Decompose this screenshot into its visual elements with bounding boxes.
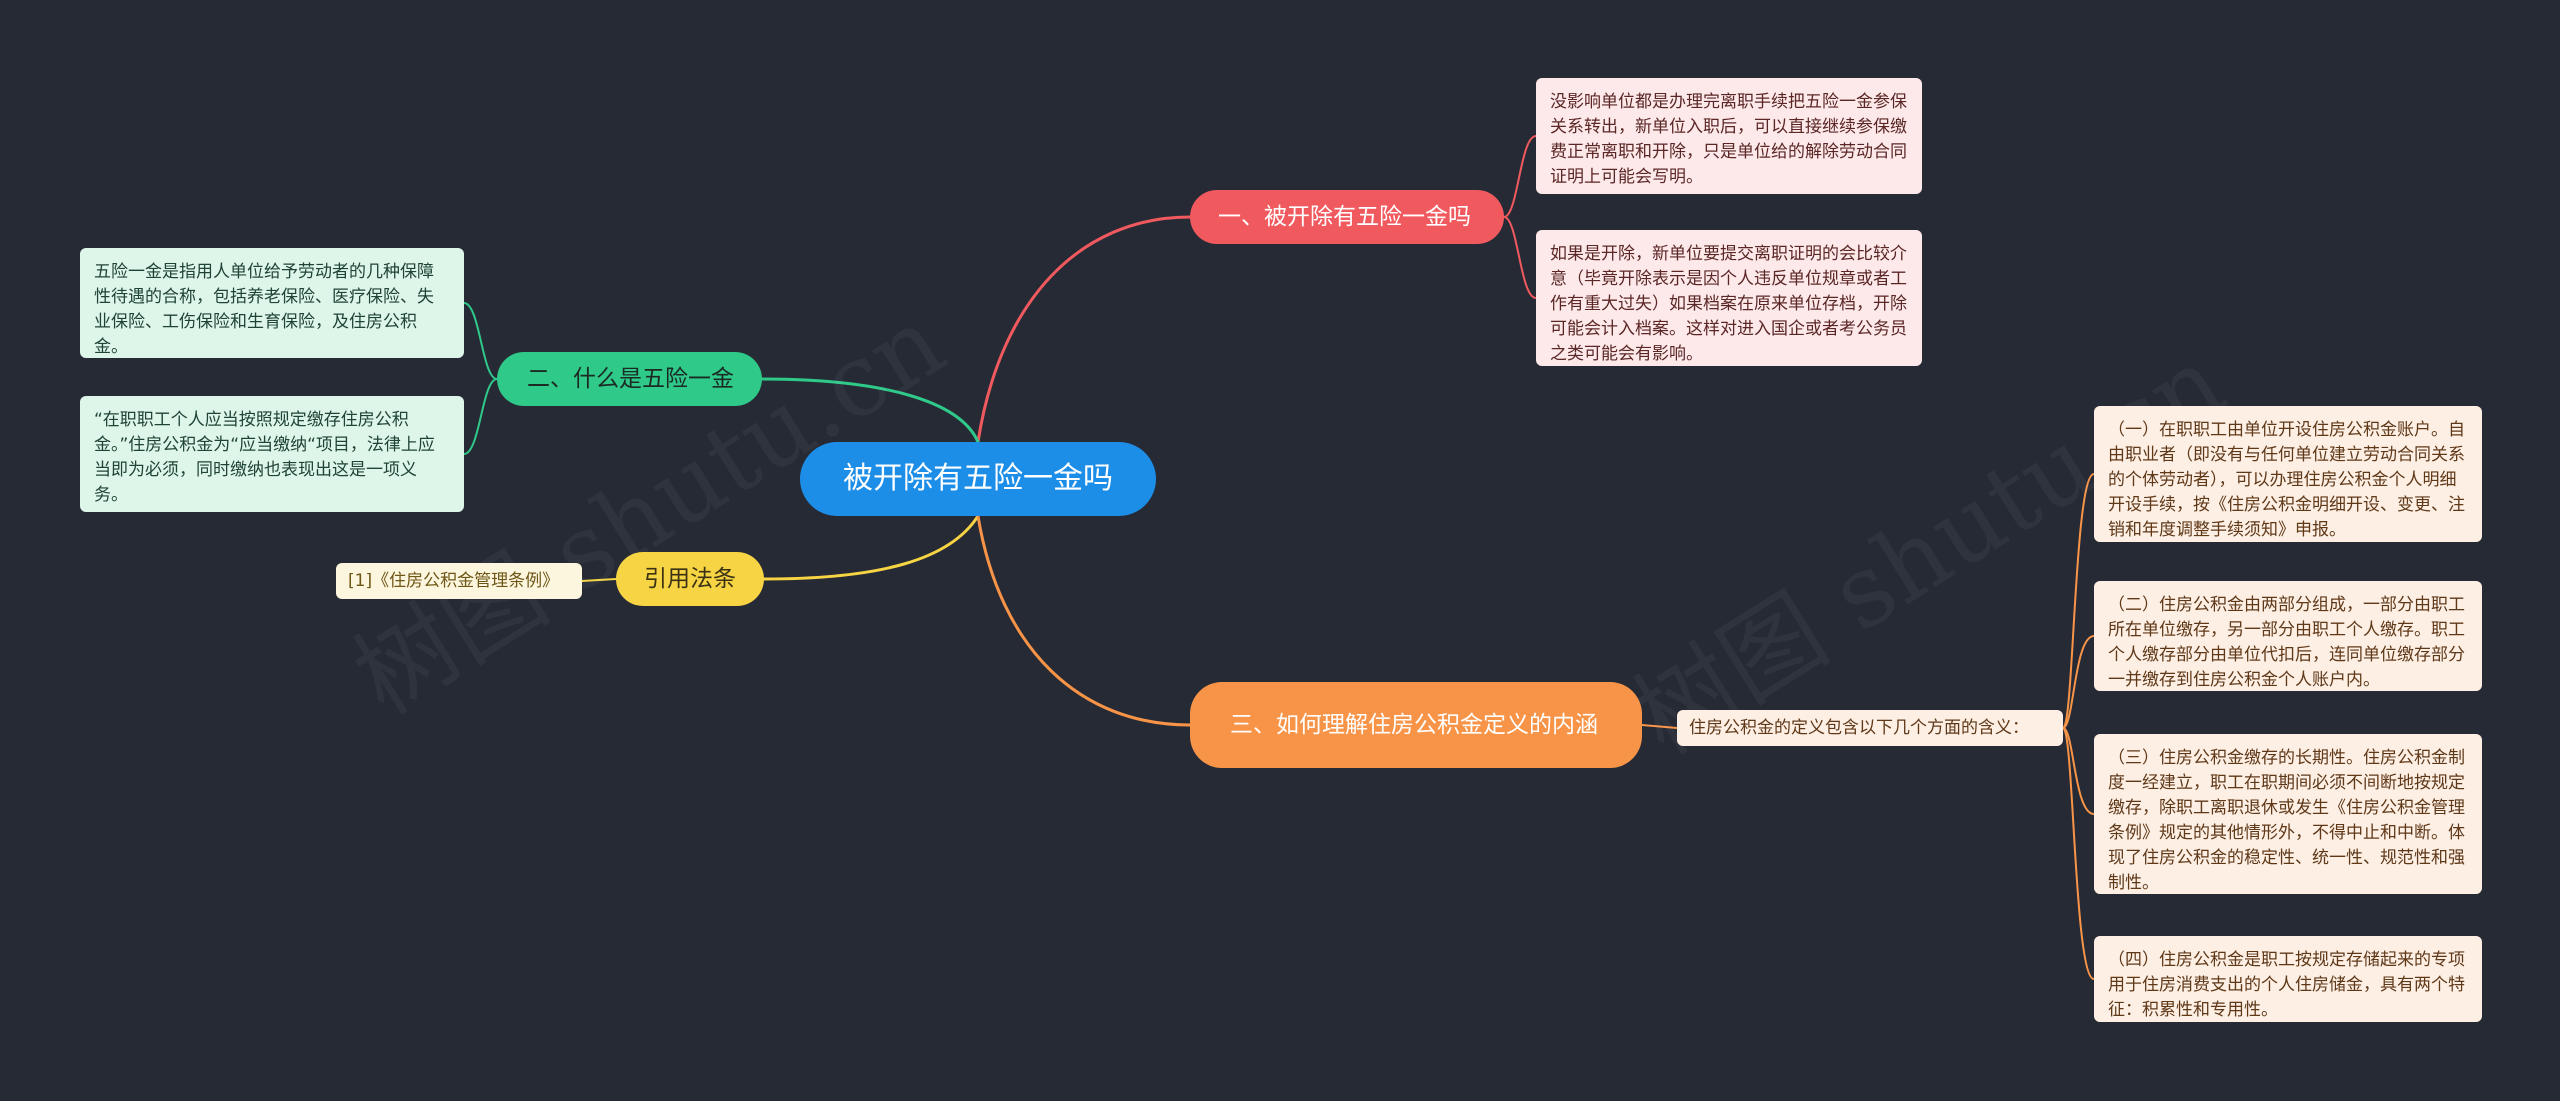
connector-summary-note (2062, 727, 2095, 815)
detail-note[interactable]: （四）住房公积金是职工按规定存储起来的专项用于住房消费支出的个人住房储金，具有两… (2094, 936, 2482, 1022)
branch-topic-what-is-benefits[interactable]: 二、什么是五险一金 (497, 352, 762, 406)
connector-center-b3 (762, 514, 980, 581)
connector-center-b2 (760, 377, 980, 444)
detail-note[interactable]: （一）在职职工由单位开设住房公积金账户。自由职业者（即没有与任何单位建立劳动合同… (2094, 406, 2482, 542)
branch-topic-cited-law[interactable]: 引用法条 (616, 552, 764, 606)
detail-note[interactable]: 没影响单位都是办理完离职手续把五险一金参保关系转出，新单位入职后，可以直接继续参… (1536, 78, 1922, 194)
summary-note[interactable]: 住房公积金的定义包含以下几个方面的含义： (1677, 710, 2063, 746)
detail-note[interactable]: [1]《住房公积金管理条例》 (336, 563, 582, 599)
detail-note[interactable]: 如果是开除，新单位要提交离职证明的会比较介意（毕竟开除表示是因个人违反单位规章或… (1536, 230, 1922, 366)
connector-summary-note (2062, 727, 2095, 980)
branch-topic-housing-fund-meaning[interactable]: 三、如何理解住房公积金定义的内涵 (1190, 682, 1642, 768)
central-topic[interactable]: 被开除有五险一金吗 (800, 442, 1156, 516)
connector-b1-note (1503, 216, 1537, 299)
branch-topic-fired-benefits[interactable]: 一、被开除有五险一金吗 (1190, 190, 1504, 244)
connector-b2-note (463, 302, 498, 380)
connector-b1-note (1503, 135, 1537, 218)
connector-center-b4 (976, 514, 1192, 727)
detail-note[interactable]: （三）住房公积金缴存的长期性。住房公积金制度一经建立，职工在职期间必须不间断地按… (2094, 734, 2482, 894)
connector-summary-note (2062, 635, 2095, 729)
detail-note[interactable]: 五险一金是指用人单位给予劳动者的几种保障性待遇的合称，包括养老保险、医疗保险、失… (80, 248, 464, 358)
connector-b4-summary (1641, 724, 1678, 729)
connector-b3-note (581, 578, 617, 582)
connector-center-b1 (976, 215, 1192, 444)
detail-note[interactable]: “在职职工个人应当按照规定缴存住房公积金。”住房公积金为“应当缴纳“项目，法律上… (80, 396, 464, 512)
connector-b2-note (463, 378, 498, 455)
detail-note[interactable]: （二）住房公积金由两部分组成，一部分由职工所在单位缴存，另一部分由职工个人缴存。… (2094, 581, 2482, 691)
connector-summary-note (2062, 473, 2095, 729)
